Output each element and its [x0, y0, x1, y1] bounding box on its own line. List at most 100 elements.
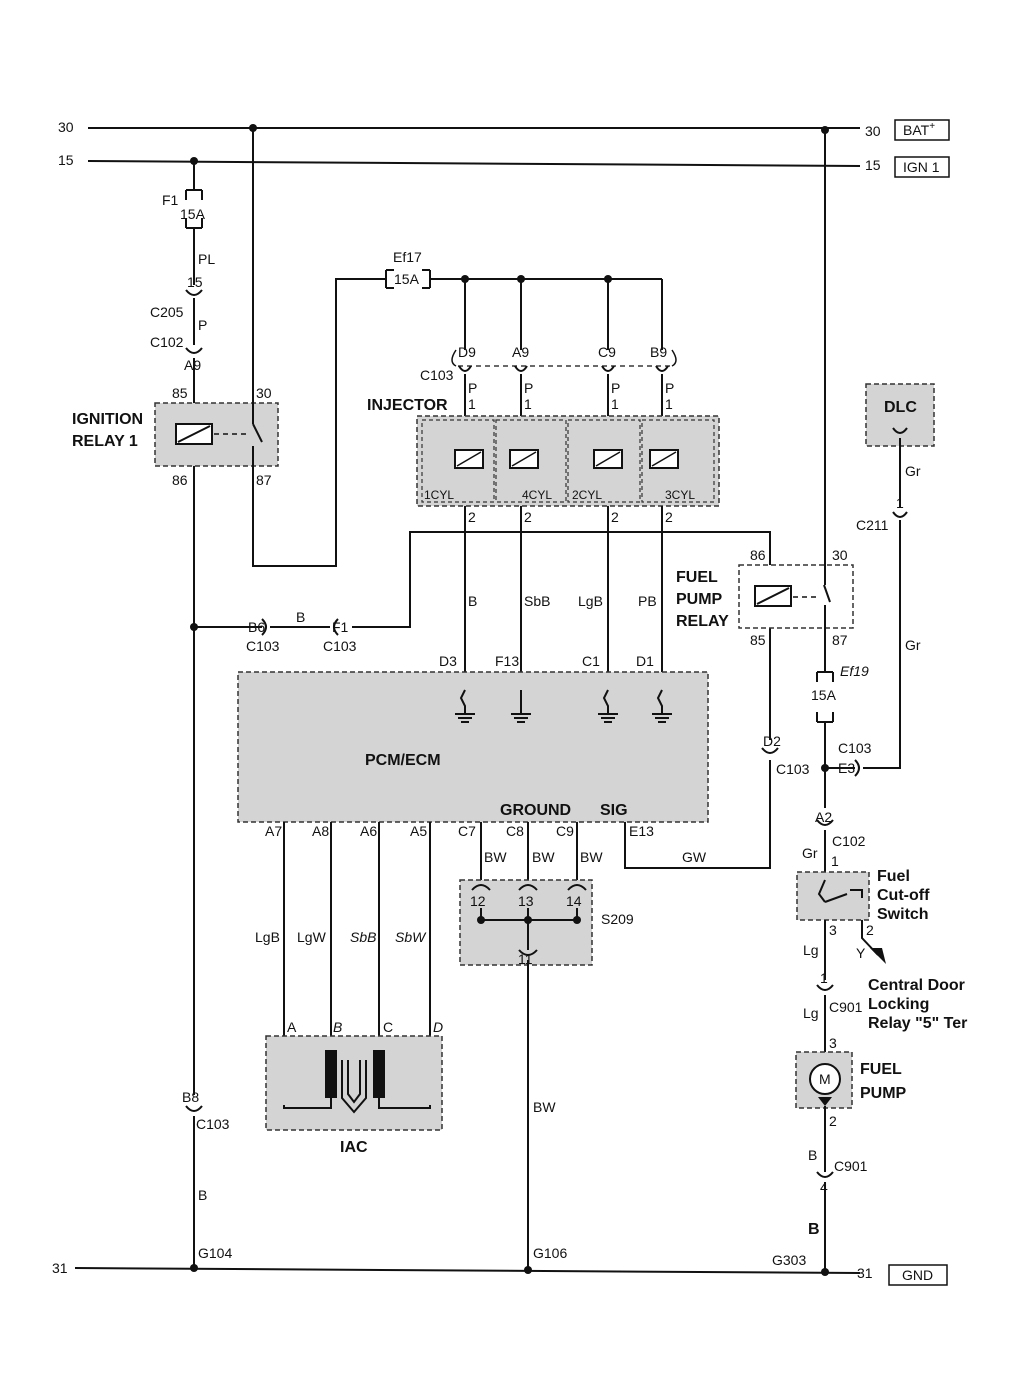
ecm-pin-c9: C9	[556, 823, 574, 839]
rail-30: 30 30 BAT+	[58, 119, 950, 141]
cyl-3: 3CYL	[665, 488, 695, 502]
fr-pin86: 86	[750, 547, 766, 563]
ef17-name: Ef17	[393, 249, 422, 265]
iac-block: LgB LgW SbB SbW A B C D IAC	[255, 822, 443, 1156]
bat-label: BAT	[903, 122, 930, 138]
rail-31: 31 31 GND	[52, 1260, 948, 1286]
f1-fuse-icon	[185, 189, 203, 229]
s209-wire-bw-1: BW	[484, 849, 507, 865]
bat-box	[894, 119, 950, 141]
iac-pin-b: B	[333, 1019, 342, 1035]
ecm-sig: SIG	[600, 802, 628, 819]
cutoff-switch-box	[796, 871, 870, 921]
cyl-2: 2CYL	[572, 488, 602, 502]
ef19-name: Ef19	[840, 663, 869, 679]
ignition-branch: F1 15A PL 15 C205 P C102 A9 IGNITION REL…	[72, 124, 386, 1095]
dlc-wire-gr: Gr	[905, 463, 921, 479]
c103-a-label: C103	[246, 638, 280, 654]
c901-pin1: 1	[820, 970, 828, 986]
relay-switch-icon	[252, 423, 263, 443]
s209-title: S209	[601, 911, 634, 927]
note-1: Central Door	[868, 977, 965, 994]
c103-right-label: C103	[838, 740, 872, 756]
ignition-relay-title-2: RELAY 1	[72, 433, 138, 450]
inj-pin-b9: B9	[650, 344, 667, 360]
iac-wire-lgw: LgW	[297, 929, 327, 945]
c102-right-label: C102	[832, 833, 866, 849]
s209-pin-12: 12	[470, 893, 486, 909]
wire-p: P	[198, 317, 207, 333]
c211-pin: 1	[896, 495, 904, 511]
rail-15: 15 15 IGN 1	[58, 152, 950, 178]
s209-wire-bw-3: BW	[580, 849, 603, 865]
ecm-pin-a5: A5	[410, 823, 427, 839]
inj-pin2-2: 2	[524, 509, 532, 525]
ign-label: IGN 1	[903, 159, 940, 175]
ign-pin85: 85	[172, 385, 188, 401]
g104-label: G104	[198, 1245, 232, 1261]
iac-box	[265, 1035, 443, 1131]
inj-wire-lgb: LgB	[578, 593, 603, 609]
iac-motor-icon	[283, 1050, 431, 1114]
ecm-pin-e13: E13	[629, 823, 654, 839]
dlc-title: DLC	[884, 399, 917, 416]
injector-block: INJECTOR 1CYL 4CYL 2CYL 3CYL 2 2 2 2 B S…	[367, 397, 720, 690]
ecm-pin-c8: C8	[506, 823, 524, 839]
ecm-driver-ground-icon	[455, 689, 672, 723]
rail-31-left-label: 31	[52, 1260, 68, 1276]
inj-wire-p-1: P	[468, 380, 477, 396]
wire-lg2: Lg	[803, 1005, 819, 1021]
inj-wire-p-3: P	[611, 380, 620, 396]
pump-pin2: 2	[829, 1113, 837, 1129]
ecm-pin-a8: A8	[312, 823, 329, 839]
fr-pin85: 85	[750, 632, 766, 648]
s209-out-wire: BW	[533, 1099, 556, 1115]
pump-title-2: PUMP	[860, 1085, 907, 1102]
c103-b-label: C103	[323, 638, 357, 654]
wire-b-label: B	[296, 609, 305, 625]
ecm-pin-f13: F13	[495, 653, 519, 669]
inj-pin1-1: 1	[468, 396, 476, 412]
c102-connector-icon	[185, 347, 203, 354]
g106-label: G106	[533, 1245, 567, 1261]
wire-gr-right: Gr	[802, 845, 818, 861]
c103-d2-label: C103	[776, 761, 810, 777]
c901-label: C901	[829, 999, 863, 1015]
iac-wire-lgb: LgB	[255, 929, 280, 945]
rail-31-right-label: 31	[857, 1265, 873, 1281]
rail-15-left-label: 15	[58, 152, 74, 168]
fuel-relay-title-2: PUMP	[676, 591, 723, 608]
wire-y: Y	[856, 945, 866, 961]
inj-pin2-1: 2	[468, 509, 476, 525]
switch-title-1: Fuel	[877, 868, 910, 885]
inj-pin1-2: 1	[524, 396, 532, 412]
cutoff-switch-icon	[817, 879, 863, 903]
fr-pin87: 87	[832, 632, 848, 648]
ecm-pin-d1: D1	[636, 653, 654, 669]
inj-pin2-4: 2	[665, 509, 673, 525]
ecm-box	[237, 671, 709, 823]
ign-box	[894, 156, 950, 178]
iac-title: IAC	[340, 1139, 368, 1156]
note-3: Relay "5" Ter	[868, 1015, 967, 1032]
b8-pin: B8	[182, 1089, 199, 1105]
left-ground: B8 C103 B G104 G106 G303	[182, 1089, 829, 1276]
ign-pin30: 30	[256, 385, 272, 401]
ecm-pin-c1: C1	[582, 653, 600, 669]
ef17-rating: 15A	[394, 271, 420, 287]
ign-pin87: 87	[256, 472, 272, 488]
inj-wire-pb: PB	[638, 593, 657, 609]
inj-pin-d9: D9	[458, 344, 476, 360]
iac-pin-c: C	[383, 1019, 393, 1035]
ecm-pin-c7: C7	[458, 823, 476, 839]
pump-pin3: 3	[829, 1035, 837, 1051]
rail-30-right-label: 30	[865, 123, 881, 139]
cyl-4: 4CYL	[522, 488, 552, 502]
ecm-block: PCM/ECM D3 F13 C1 D1 GROUND SIG A7 A8 A6…	[237, 653, 810, 869]
ecm-title: PCM/ECM	[365, 752, 441, 769]
iac-wire-sbb: SbB	[350, 929, 376, 945]
c205-connector-icon	[185, 289, 203, 296]
fuel-relay-title-1: FUEL	[676, 569, 718, 586]
dlc-block: DLC Gr 1 C211 Gr	[856, 383, 935, 653]
dlc-wire-gr2: Gr	[905, 637, 921, 653]
